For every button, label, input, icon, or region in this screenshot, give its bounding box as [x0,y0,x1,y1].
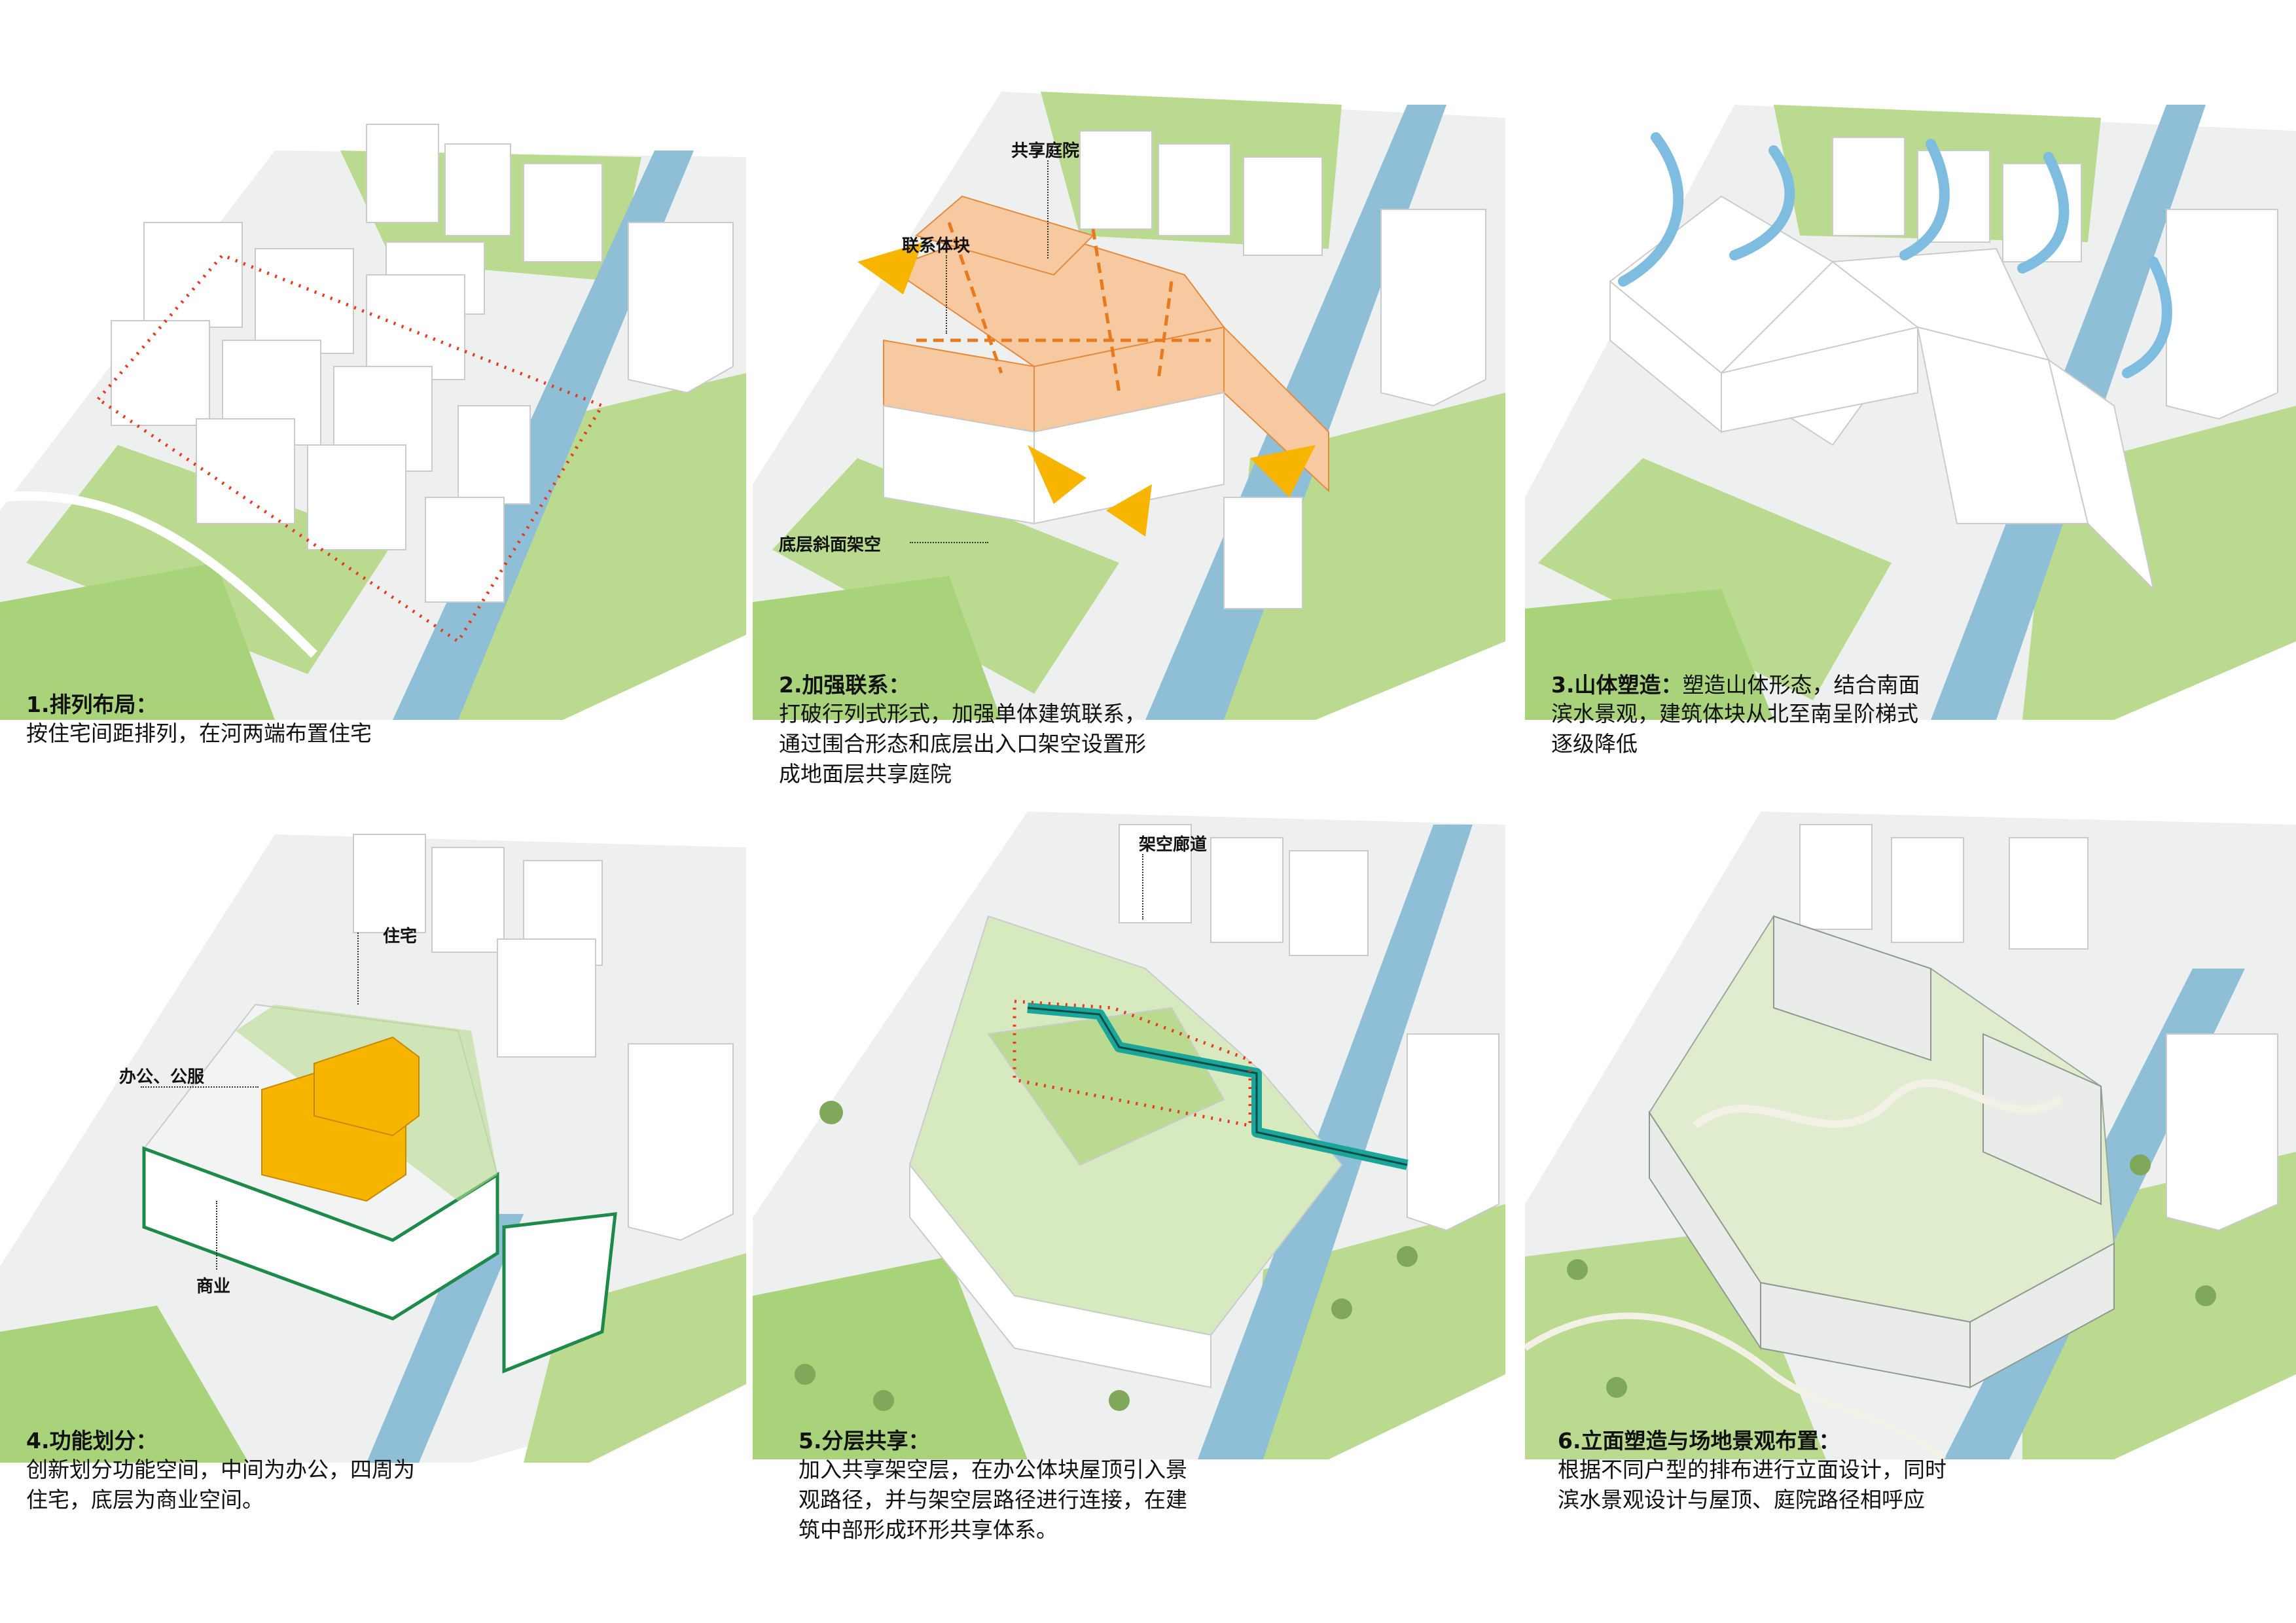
panel-6-scene [1525,798,2296,1459]
panel-6-body-line: 滨水景观设计与屋顶、庭院路径相呼应 [1558,1485,2284,1515]
panel-5-title: 5.分层共享： [798,1427,930,1455]
panel-2-body-line: 通过围合形态和底层出入口架空设置形 [779,729,1492,759]
panel-3-title-text: 3.山体塑造： [1551,672,1683,698]
panel-2-body-line: 成地面层共享庭院 [779,759,1492,789]
panel-6: 6.立面塑造与场地景观布置： 根据不同户型的排布进行立面设计，同时 滨水景观设计… [1525,798,2296,1623]
panel-1-body: 按住宅间距排列，在河两端布置住宅 [26,719,733,749]
label-office: 办公、公服 [119,1063,204,1088]
panel-4-body-line: 创新划分功能空间，中间为办公，四周为 [26,1455,733,1485]
panel-4: 住宅 办公、公服 商业 4.功能划分： 创新划分功能空间，中间为办公，四周为 住… [0,808,746,1623]
panel-3-scene [1525,65,2296,720]
panel-6-body-line: 根据不同户型的排布进行立面设计，同时 [1558,1455,2284,1485]
panel-3-inline-text: 塑造山体形态，结合南面 [1683,672,1920,698]
label-sky-bridge: 架空廊道 [1139,831,1207,855]
panel-2-body-line: 打破行列式形式，加强单体建筑联系， [779,699,1492,729]
label-link-block: 联系体块 [902,232,970,257]
panel-4-scene [0,808,746,1463]
leader-link-block [946,255,947,334]
panel-5-scene [753,798,1505,1459]
panel-1-scene [0,65,746,720]
leader-commercial [216,1201,217,1270]
panel-3-body-line: 逐级降低 [1551,729,2284,759]
label-shared-courtyard: 共享庭院 [1011,137,1079,162]
panel-5-body-line: 加入共享架空层，在办公体块屋顶引入景 [798,1455,1492,1485]
leader-residential [357,933,359,1005]
panel-2-title: 2.加强联系： [779,671,910,700]
panel-6-title: 6.立面塑造与场地景观布置： [1558,1427,1840,1455]
panel-1-body-line: 按住宅间距排列，在河两端布置住宅 [26,719,733,749]
label-commercial: 商业 [196,1273,230,1297]
panel-5-body: 加入共享架空层，在办公体块屋顶引入景 观路径，并与架空层路径进行连接，在建 筑中… [798,1455,1492,1545]
panel-4-title: 4.功能划分： [26,1427,158,1455]
leader-pilotis [910,542,988,543]
panel-4-body: 创新划分功能空间，中间为办公，四周为 住宅，底层为商业空间。 [26,1455,733,1515]
panel-5: 架空廊道 5.分层共享： 加入共享架空层，在办公体块屋顶引入景 观路径，并与架空… [753,798,1505,1623]
panel-2-scene [753,65,1505,720]
panel-1: 1.排列布局： 按住宅间距排列，在河两端布置住宅 [0,65,746,798]
leader-sky-bridge [1142,854,1143,919]
label-residential: 住宅 [383,923,417,947]
panel-3: 3.山体塑造：塑造山体形态，结合南面 滨水景观，建筑体块从北至南呈阶梯式 逐级降… [1525,65,2296,798]
panel-1-title: 1.排列布局： [26,690,158,719]
leader-office [141,1086,259,1088]
panel-6-body: 根据不同户型的排布进行立面设计，同时 滨水景观设计与屋顶、庭院路径相呼应 [1558,1455,2284,1515]
panel-4-body-line: 住宅，底层为商业空间。 [26,1485,733,1515]
leader-shared-courtyard [1047,160,1049,259]
panel-3-body-line: 滨水景观，建筑体块从北至南呈阶梯式 [1551,699,2284,729]
panel-5-body-line: 筑中部形成环形共享体系。 [798,1515,1492,1545]
panel-2-body: 打破行列式形式，加强单体建筑联系， 通过围合形态和底层出入口架空设置形 成地面层… [779,699,1492,789]
panel-3-title: 3.山体塑造：塑造山体形态，结合南面 [1551,671,1920,700]
panel-5-body-line: 观路径，并与架空层路径进行连接，在建 [798,1485,1492,1515]
panel-2: 共享庭院 联系体块 底层斜面架空 2.加强联系： 打破行列式形式，加强单体建筑联… [753,65,1505,798]
panel-3-body: 滨水景观，建筑体块从北至南呈阶梯式 逐级降低 [1551,699,2284,759]
label-pilotis: 底层斜面架空 [779,531,881,556]
